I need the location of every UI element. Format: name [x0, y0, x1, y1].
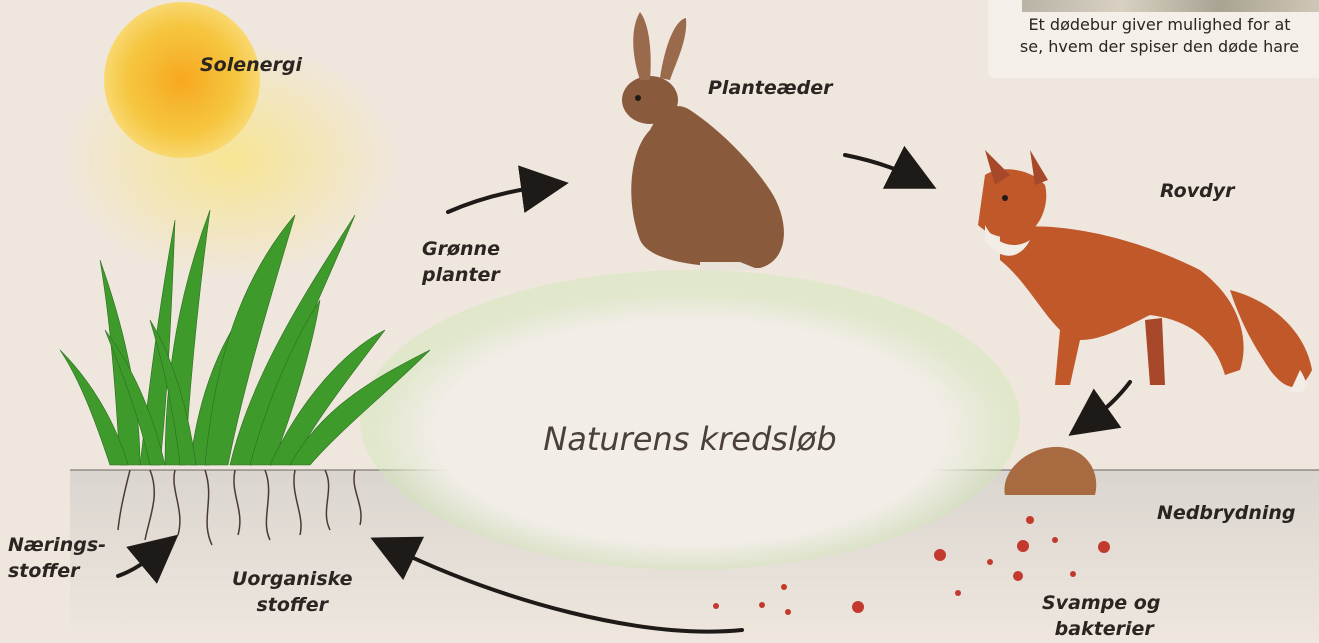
caption-line-1: Et dødebur giver mulighed for at — [1000, 14, 1319, 36]
label-fungi-line-2: bakterier — [1042, 616, 1160, 642]
label-inorganic-line-2: stoffer — [232, 592, 352, 618]
arrow-plants-to-herbivore — [448, 186, 545, 212]
label-nutrients-line-2: stoffer — [8, 558, 106, 584]
label-plants: Grønne planter — [422, 236, 500, 288]
hare-illustration — [622, 12, 784, 270]
label-inorganic-line-1: Uorganiske — [232, 566, 352, 592]
label-plants-line-2: planter — [422, 262, 500, 288]
label-nutrients: Nærings- stoffer — [8, 532, 106, 584]
label-fungi-bacteria: Svampe og bakterier — [1042, 590, 1160, 642]
fox-illustration — [978, 150, 1312, 393]
label-fungi-line-1: Svampe og — [1042, 590, 1160, 616]
label-inorganic: Uorganiske stoffer — [232, 566, 352, 618]
label-sun: Solenergi — [200, 52, 302, 78]
photo-caption: Et dødebur giver mulighed for at se, hve… — [1000, 14, 1319, 58]
photo-strip — [1022, 0, 1319, 12]
sun-illustration — [60, 2, 400, 280]
label-decomposition: Nedbrydning — [1157, 500, 1296, 526]
caption-line-2: se, hvem der spiser den døde hare — [1000, 36, 1319, 58]
label-nutrients-line-1: Nærings- — [8, 532, 106, 558]
carcass-illustration — [1004, 447, 1096, 495]
arrow-herbivore-to-predator — [845, 155, 915, 178]
arrow-predator-to-decomposition — [1088, 382, 1130, 422]
label-predator: Rovdyr — [1160, 178, 1234, 204]
label-herbivore: Planteæder — [708, 75, 833, 101]
diagram-title: Naturens kredsløb — [540, 420, 840, 458]
label-plants-line-1: Grønne — [422, 236, 500, 262]
